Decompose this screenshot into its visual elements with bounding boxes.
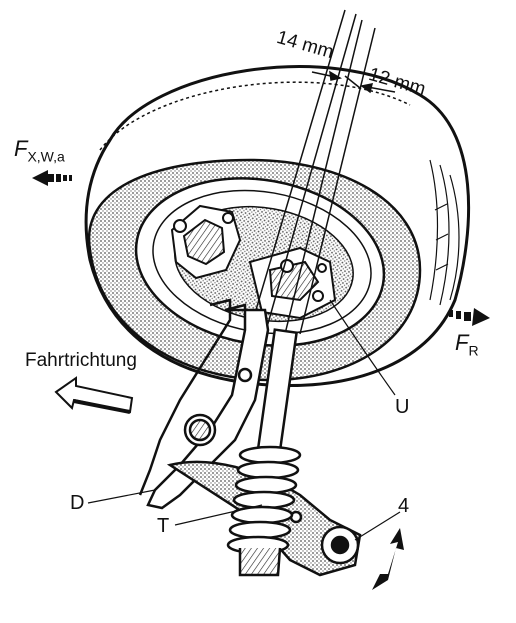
label-4: 4 [398, 495, 410, 517]
label-d: D [70, 492, 85, 514]
force-arrow-left [32, 170, 72, 186]
brake-caliper [170, 204, 242, 280]
callout-lines [87, 299, 401, 541]
label-u: U [395, 396, 410, 418]
wheel-hub [248, 246, 337, 320]
force-r-subscript: R [468, 342, 479, 359]
force-x-subscript: X,W,a [27, 148, 65, 165]
force-r-main: F [455, 330, 469, 355]
force-label-x: FX,W,a [14, 136, 65, 164]
direction-label: Fahrtrichtung [25, 350, 137, 371]
force-x-main: F [14, 136, 28, 161]
direction-arrow [54, 376, 134, 414]
dimension-lines [249, 9, 396, 335]
movement-arrow [372, 528, 404, 590]
label-t: T [157, 515, 170, 537]
coil-spring [226, 328, 302, 577]
force-arrow-right [449, 308, 490, 326]
force-label-r: FR [455, 330, 479, 358]
